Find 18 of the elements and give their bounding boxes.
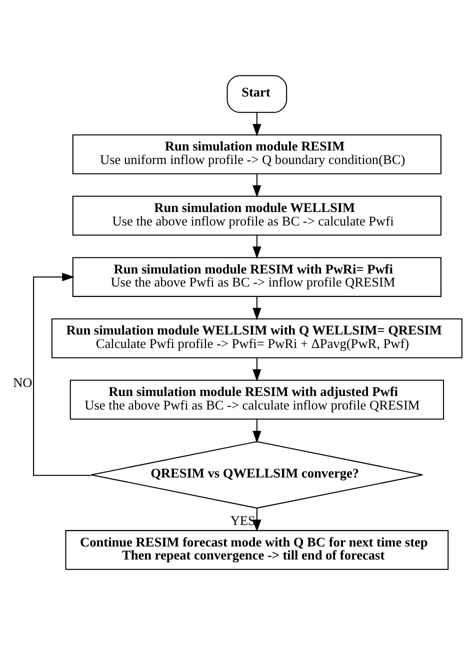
arrow xyxy=(32,272,91,476)
node-box: Run simulation module WELLSIM Use the above inflow profile as BC -> calculate Pwfi xyxy=(72,196,441,236)
arrow xyxy=(252,358,261,382)
arrow xyxy=(252,419,261,444)
edge-label: YES xyxy=(230,512,255,528)
node-box: Run simulation module RESIM with adjusted Pwfi Use the above Pwfi as BC -> calculate inflow profile QRESIM xyxy=(69,380,444,420)
node-box: Continue RESIM forecast mode with Q BC for next time step Then repeat convergence -> till end of forecast xyxy=(64,530,448,570)
node-diamond: QRESIM vs QWELLSIM converge? xyxy=(90,441,423,509)
arrow xyxy=(252,174,261,198)
node-box: Run simulation module RESIM with PwRi= Pwfi Use the above Pwfi as BC -> inflow profile QRESIM xyxy=(72,257,441,297)
node-box: Run simulation module RESIM Use uniform inflow profile -> Q boundary condition(BC) xyxy=(72,134,441,174)
arrow xyxy=(252,508,261,532)
node-box: Run simulation module WELLSIM with Q WELLSIM= QRESIM Calculate Pwfi profile -> Pwfi= PwRi + ΔPavg(PwR, Pwf) xyxy=(50,318,462,358)
edge-label: NO xyxy=(12,374,32,390)
arrow xyxy=(252,235,261,259)
node-box: Start xyxy=(226,75,287,113)
arrow xyxy=(252,296,261,320)
arrow xyxy=(252,112,261,136)
